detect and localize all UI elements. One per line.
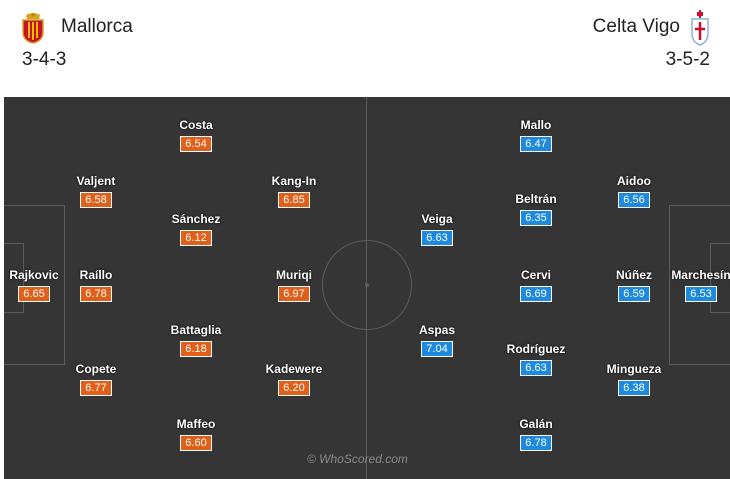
player-rating: 6.18 (180, 341, 212, 357)
right-penalty-area (669, 205, 730, 365)
player-rating: 6.77 (80, 380, 112, 396)
mallorca-crest-icon (22, 13, 44, 44)
player-rating: 6.78 (80, 286, 112, 302)
home-player[interactable]: Sánchez 6.12 (156, 212, 236, 246)
player-rating: 6.35 (520, 210, 552, 226)
player-rating: 6.65 (18, 286, 50, 302)
player-rating: 6.69 (520, 286, 552, 302)
away-player[interactable]: Rodríguez 6.63 (496, 342, 576, 376)
player-name: Cervi (520, 268, 552, 282)
away-player[interactable]: Beltrán 6.35 (496, 192, 576, 226)
player-name: Aidoo (617, 174, 651, 188)
player-name: Núñez (616, 268, 652, 282)
player-name: Mallo (520, 118, 552, 132)
player-rating: 6.47 (520, 136, 552, 152)
player-name: Copete (75, 362, 117, 376)
left-penalty-area (4, 205, 65, 365)
right-goal-area (710, 243, 730, 313)
whoscored-watermark: © WhoScored.com (307, 452, 408, 466)
player-rating: 7.04 (421, 341, 453, 357)
player-name: Costa (179, 118, 213, 132)
player-name: Raíllo (79, 268, 113, 282)
player-rating: 6.53 (685, 286, 717, 302)
home-player[interactable]: Raíllo 6.78 (56, 268, 136, 302)
center-circle (322, 240, 412, 330)
left-goal-area (4, 243, 24, 313)
away-player[interactable]: Aidoo 6.56 (594, 174, 674, 208)
home-player[interactable]: Battaglia 6.18 (156, 323, 236, 357)
player-rating: 6.60 (180, 435, 212, 451)
player-name: Aspas (418, 323, 456, 337)
player-rating: 6.63 (421, 230, 453, 246)
away-player[interactable]: Veiga 6.63 (397, 212, 477, 246)
away-player[interactable]: Cervi 6.69 (496, 268, 576, 302)
player-name: Veiga (421, 212, 453, 226)
player-rating: 6.12 (180, 230, 212, 246)
player-name: Rodríguez (506, 342, 566, 356)
home-team-name: Mallorca (61, 16, 133, 37)
player-name: Sánchez (171, 212, 221, 226)
player-name: Marchesín (671, 268, 730, 282)
center-spot (365, 283, 369, 287)
player-name: Muriqi (276, 268, 312, 282)
home-player[interactable]: Kadewere 6.20 (254, 362, 334, 396)
player-rating: 6.59 (618, 286, 650, 302)
home-player[interactable]: Maffeo 6.60 (156, 417, 236, 451)
player-rating: 6.56 (618, 192, 650, 208)
player-name: Maffeo (176, 417, 216, 431)
home-player[interactable]: Rajkovic 6.65 (0, 268, 74, 302)
player-name: Kang-In (271, 174, 317, 188)
player-rating: 6.38 (618, 380, 650, 396)
home-formation: 3-4-3 (22, 49, 67, 70)
match-header: Mallorca 3-4-3 Celta Vigo 3-5-2 (0, 0, 730, 96)
player-name: Galán (519, 417, 553, 431)
player-rating: 6.20 (278, 380, 310, 396)
player-name: Kadewere (265, 362, 323, 376)
player-rating: 6.63 (520, 360, 552, 376)
home-player[interactable]: Costa 6.54 (156, 118, 236, 152)
player-name: Valjent (76, 174, 116, 188)
player-name: Battaglia (170, 323, 222, 337)
player-rating: 6.58 (80, 192, 112, 208)
away-player[interactable]: Galán 6.78 (496, 417, 576, 451)
player-name: Mingueza (606, 362, 662, 376)
home-player[interactable]: Kang-In 6.85 (254, 174, 334, 208)
celta-crest-icon (691, 10, 709, 46)
home-player[interactable]: Copete 6.77 (56, 362, 136, 396)
player-rating: 6.78 (520, 435, 552, 451)
pitch (4, 97, 730, 479)
away-formation: 3-5-2 (665, 49, 710, 70)
away-player[interactable]: Núñez 6.59 (594, 268, 674, 302)
away-player[interactable]: Marchesín 6.53 (661, 268, 730, 302)
player-name: Beltrán (515, 192, 557, 206)
player-rating: 6.85 (278, 192, 310, 208)
player-name: Rajkovic (9, 268, 59, 282)
player-rating: 6.97 (278, 286, 310, 302)
home-player[interactable]: Muriqi 6.97 (254, 268, 334, 302)
away-player[interactable]: Mallo 6.47 (496, 118, 576, 152)
away-team-name: Celta Vigo (592, 16, 680, 37)
away-player[interactable]: Aspas 7.04 (397, 323, 477, 357)
home-player[interactable]: Valjent 6.58 (56, 174, 136, 208)
player-rating: 6.54 (180, 136, 212, 152)
away-player[interactable]: Mingueza 6.38 (594, 362, 674, 396)
